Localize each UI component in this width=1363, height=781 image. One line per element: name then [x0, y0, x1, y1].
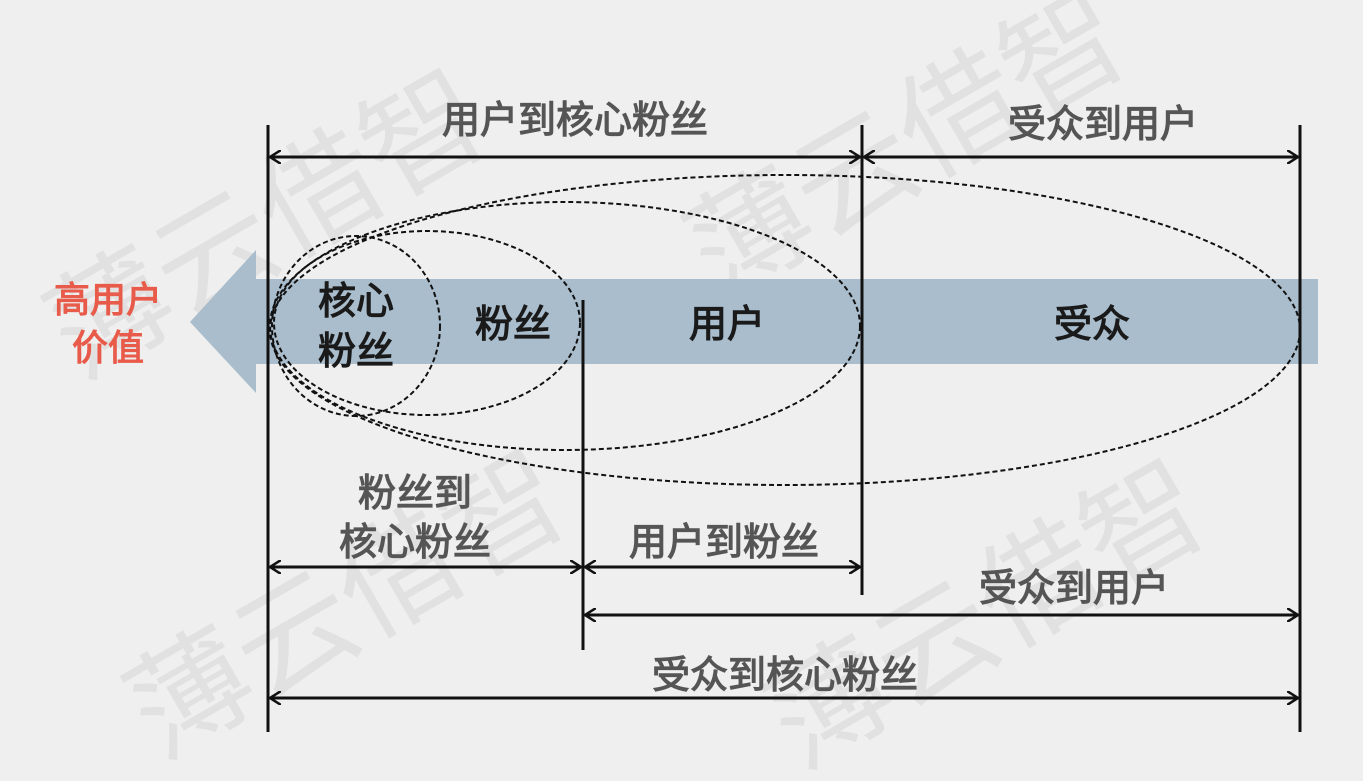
high-value-label-line2: 价值	[72, 328, 144, 369]
segment-audience: 受众	[1054, 302, 1130, 346]
span-label-audience-to-core: 受众到核心粉丝	[652, 653, 918, 697]
segment-fans: 粉丝	[475, 302, 551, 346]
span-label-users-to-core: 用户到核心粉丝	[442, 98, 708, 142]
span-label-fans-to-core-line1: 粉丝到	[358, 471, 472, 515]
segment-core-fans-line2: 粉丝	[318, 329, 394, 373]
core-fans-ellipse	[271, 235, 441, 417]
users-ellipse	[269, 201, 861, 451]
value-direction-arrow	[190, 250, 1318, 393]
span-label-audience-to-users-top: 受众到用户	[1008, 102, 1198, 146]
high-value-label-line1: 高用户	[54, 280, 162, 321]
span-label-fans-to-core-line2: 核心粉丝	[339, 520, 491, 564]
segment-core-fans-line1: 核心	[318, 279, 394, 323]
segment-users: 用户	[689, 302, 765, 346]
fans-ellipse	[273, 230, 581, 416]
span-label-users-to-fans: 用户到粉丝	[629, 520, 819, 564]
span-label-audience-to-users-bottom: 受众到用户	[979, 566, 1169, 610]
watermark: 薄云借智	[105, 425, 590, 781]
watermark: 薄云借智	[665, 0, 1150, 325]
